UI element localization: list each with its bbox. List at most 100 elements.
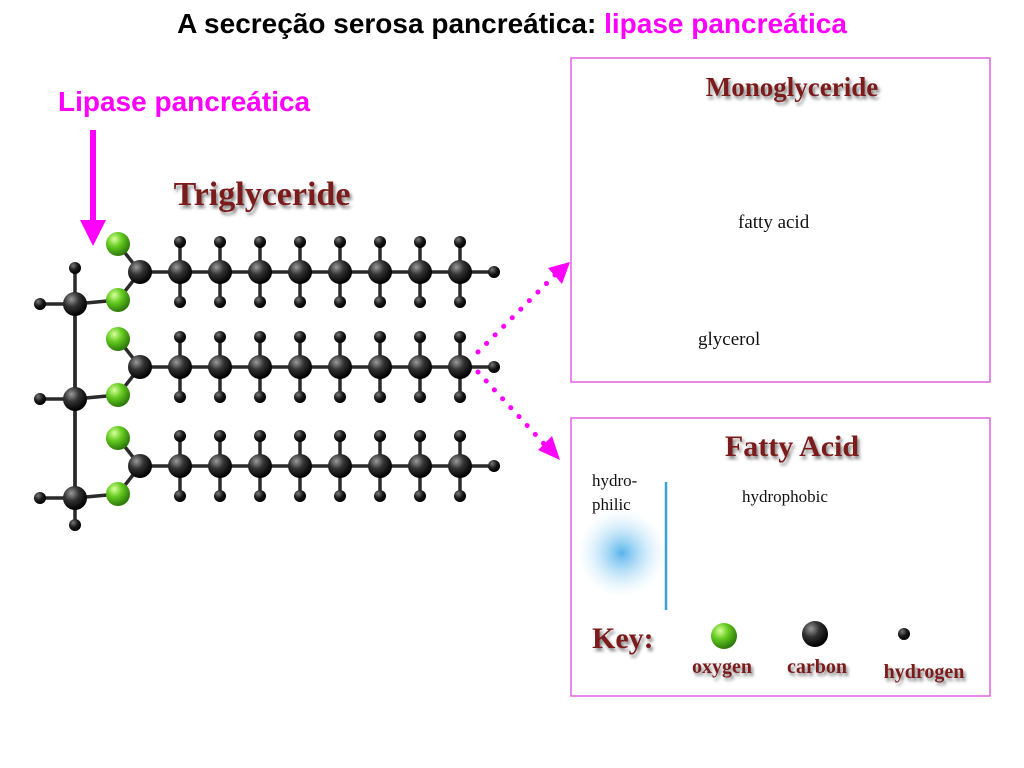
carbon-atom	[248, 454, 272, 478]
carbon-atom	[288, 454, 312, 478]
key-carbon-label: carbon	[787, 656, 847, 678]
carbon-atom	[328, 260, 352, 284]
hydrogen-atom	[174, 236, 186, 248]
oxygen-atom	[711, 623, 737, 649]
carbon-atom	[63, 292, 87, 316]
lipase-arrow-head	[80, 220, 106, 246]
hydrogen-atom	[414, 430, 426, 442]
hydrogen-atom	[174, 430, 186, 442]
carbon-atom	[168, 454, 192, 478]
monoglyceride-panel	[570, 57, 991, 383]
hydrogen-atom	[374, 296, 386, 308]
hydrogen-atom	[254, 331, 266, 343]
carbon-atom	[408, 260, 432, 284]
hydrogen-atom	[294, 236, 306, 248]
carbon-atom	[128, 454, 152, 478]
hydrogen-atom	[488, 266, 500, 278]
hydrophobic-label: hydrophobic	[742, 487, 828, 506]
carbon-atom	[168, 355, 192, 379]
hydrogen-atom	[34, 492, 46, 504]
hydrogen-atom	[174, 296, 186, 308]
carbon-atom	[368, 454, 392, 478]
lipase-label: Lipase pancreática	[58, 86, 311, 117]
carbon-atom	[288, 355, 312, 379]
carbon-atom	[408, 454, 432, 478]
hydrogen-atom	[488, 361, 500, 373]
oxygen-atom	[106, 232, 130, 256]
hydrogen-atom	[214, 296, 226, 308]
carbon-atom	[63, 486, 87, 510]
hydrogen-atom	[454, 391, 466, 403]
arrow-to-fatty-acid-head	[538, 436, 560, 460]
carbon-atom	[368, 260, 392, 284]
carbon-atom	[208, 260, 232, 284]
hydrogen-atom	[294, 331, 306, 343]
hydrogen-atom	[454, 490, 466, 502]
arrow-to-fatty-acid	[475, 369, 549, 449]
title-main: A secreção serosa pancreática:	[177, 8, 605, 39]
hydrogen-atom	[334, 391, 346, 403]
oxygen-atom	[106, 482, 130, 506]
hydrogen-atom	[254, 236, 266, 248]
hydrogen-atom	[69, 519, 81, 531]
hydrogen-atom	[414, 391, 426, 403]
carbon-atom	[248, 260, 272, 284]
hydrophilic-label-line1: hydro-	[592, 471, 638, 490]
hydrogen-atom	[334, 236, 346, 248]
hydrogen-atom	[294, 391, 306, 403]
hydrogen-atom	[214, 391, 226, 403]
carbon-atom	[168, 260, 192, 284]
fatty-acid-label: fatty acid	[738, 212, 810, 233]
glycerol-label: glycerol	[698, 329, 760, 350]
hydrogen-atom	[254, 296, 266, 308]
carbon-atom	[248, 355, 272, 379]
slide-title: A secreção serosa pancreática: lipase pa…	[0, 8, 1024, 40]
hydrogen-atom	[374, 391, 386, 403]
hydrophilic-glow	[578, 509, 666, 597]
hydrogen-atom	[174, 490, 186, 502]
hydrogen-atom	[214, 236, 226, 248]
carbon-atom	[408, 355, 432, 379]
hydrogen-atom	[334, 331, 346, 343]
hydrogen-atom	[34, 393, 46, 405]
carbon-atom	[63, 387, 87, 411]
oxygen-atom	[106, 288, 130, 312]
carbon-atom	[208, 355, 232, 379]
oxygen-atom	[106, 383, 130, 407]
hydrogen-atom	[294, 430, 306, 442]
hydrogen-atom	[334, 430, 346, 442]
hydrogen-atom	[294, 296, 306, 308]
carbon-atom	[448, 454, 472, 478]
hydrogen-atom	[254, 490, 266, 502]
carbon-atom	[128, 260, 152, 284]
hydrogen-atom	[214, 331, 226, 343]
hydrogen-atom	[254, 430, 266, 442]
title-accent: lipase pancreática	[604, 8, 847, 39]
triglyceride-title: Triglyceride	[174, 176, 351, 213]
hydrogen-atom	[174, 391, 186, 403]
carbon-atom	[368, 355, 392, 379]
hydrogen-atom	[254, 391, 266, 403]
arrow-to-monoglyceride-head	[548, 262, 570, 284]
hydrogen-atom	[294, 490, 306, 502]
hydrogen-atom	[214, 430, 226, 442]
monoglyceride-title: Monoglyceride	[706, 72, 878, 102]
carbon-atom	[328, 355, 352, 379]
key-title: Key:	[592, 622, 654, 655]
oxygen-atom	[106, 327, 130, 351]
hydrogen-atom	[374, 331, 386, 343]
hydrogen-atom	[414, 490, 426, 502]
key-oxygen-label: oxygen	[692, 656, 752, 678]
hydrogen-atom	[34, 298, 46, 310]
hydrogen-atom	[454, 236, 466, 248]
carbon-atom	[288, 260, 312, 284]
key-atoms	[711, 621, 910, 649]
hydrogen-atom	[898, 628, 910, 640]
hydrogen-atom	[414, 236, 426, 248]
carbon-atom	[328, 454, 352, 478]
hydrogen-atom	[374, 490, 386, 502]
hydrogen-atom	[374, 236, 386, 248]
hydrogen-atom	[488, 460, 500, 472]
hydrogen-atom	[414, 296, 426, 308]
